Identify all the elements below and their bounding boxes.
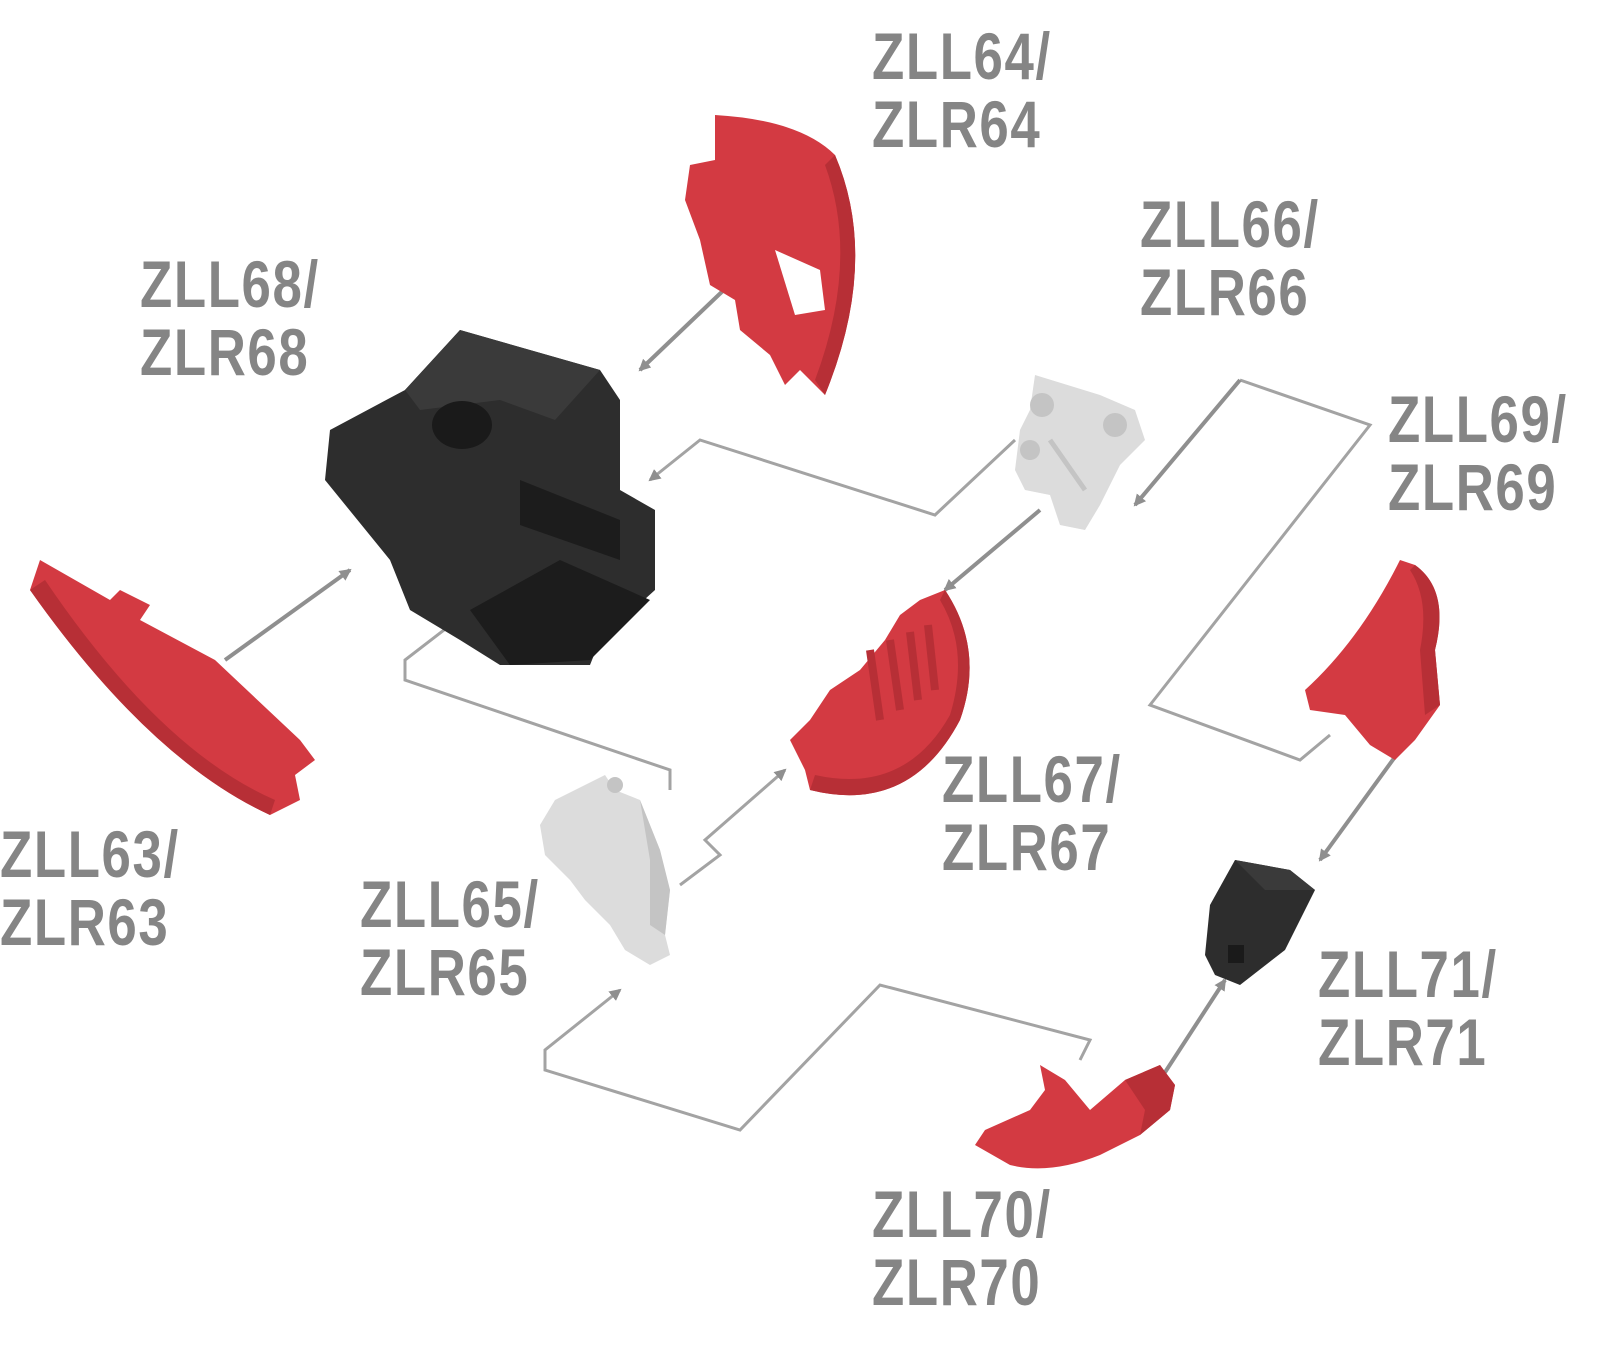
label-zll71-line2: ZLR71 xyxy=(1318,1008,1498,1076)
arrow-63-to-68 xyxy=(225,570,350,660)
part-zll69-red-hook xyxy=(1305,560,1440,760)
arrow-66-to-69-side xyxy=(1135,380,1240,505)
label-zll66: ZLL66/ ZLR66 xyxy=(1140,190,1320,326)
part-zll66-light-linkage xyxy=(1015,375,1145,530)
label-zll63-line1: ZLL63/ xyxy=(0,820,180,888)
part-68-hole xyxy=(432,401,492,449)
part-zll70-red-trigger xyxy=(975,1065,1175,1168)
label-zll69-line2: ZLR69 xyxy=(1388,453,1568,521)
label-zll66-line1: ZLL66/ xyxy=(1140,190,1320,258)
label-zll64: ZLL64/ ZLR64 xyxy=(872,22,1052,158)
label-zll65-line1: ZLL65/ xyxy=(360,870,540,938)
label-zll69-line1: ZLL69/ xyxy=(1388,385,1568,453)
part-66-pin-3 xyxy=(1020,440,1040,460)
label-zll68: ZLL68/ ZLR68 xyxy=(140,250,320,386)
part-71-slot xyxy=(1228,945,1244,963)
part-zll63-red-long-plate xyxy=(30,560,315,815)
label-zll71: ZLL71/ ZLR71 xyxy=(1318,940,1498,1076)
arrow-70-to-71 xyxy=(1160,980,1225,1080)
part-zll71-dark-block xyxy=(1205,860,1315,985)
part-63-body xyxy=(30,560,315,815)
part-zll68-dark-housing xyxy=(325,330,655,665)
label-zll67-line2: ZLR67 xyxy=(942,813,1122,881)
label-zll68-line1: ZLL68/ xyxy=(140,250,320,318)
leader-line-70-to-65 xyxy=(545,985,1090,1130)
arrow-69-to-71 xyxy=(1320,750,1400,860)
label-zll70-line2: ZLR70 xyxy=(872,1248,1052,1316)
part-65-pin xyxy=(607,777,623,793)
label-zll64-line2: ZLR64 xyxy=(872,90,1052,158)
label-zll67-line1: ZLL67/ xyxy=(942,745,1122,813)
label-zll70-line1: ZLL70/ xyxy=(872,1180,1052,1248)
label-zll69: ZLL69/ ZLR69 xyxy=(1388,385,1568,521)
part-zll65-light-bracket xyxy=(540,775,670,965)
label-zll65-line2: ZLR65 xyxy=(360,938,540,1006)
label-zll71-line1: ZLL71/ xyxy=(1318,940,1498,1008)
label-zll66-line2: ZLR66 xyxy=(1140,258,1320,326)
label-zll68-line2: ZLR68 xyxy=(140,318,320,386)
label-zll65: ZLL65/ ZLR65 xyxy=(360,870,540,1006)
part-66-pin-2 xyxy=(1103,413,1127,437)
label-zll64-line1: ZLL64/ xyxy=(872,22,1052,90)
leader-line-66-to-68 xyxy=(650,440,1015,515)
arrow-66-to-67 xyxy=(945,510,1040,590)
label-zll70: ZLL70/ ZLR70 xyxy=(872,1180,1052,1316)
label-zll67: ZLL67/ ZLR67 xyxy=(942,745,1122,881)
part-66-pin-1 xyxy=(1030,393,1054,417)
label-zll63-line2: ZLR63 xyxy=(0,888,180,956)
label-zll63: ZLL63/ ZLR63 xyxy=(0,820,180,956)
part-zll64-red-plate xyxy=(685,115,855,395)
leader-line-65-to-67 xyxy=(680,770,785,885)
